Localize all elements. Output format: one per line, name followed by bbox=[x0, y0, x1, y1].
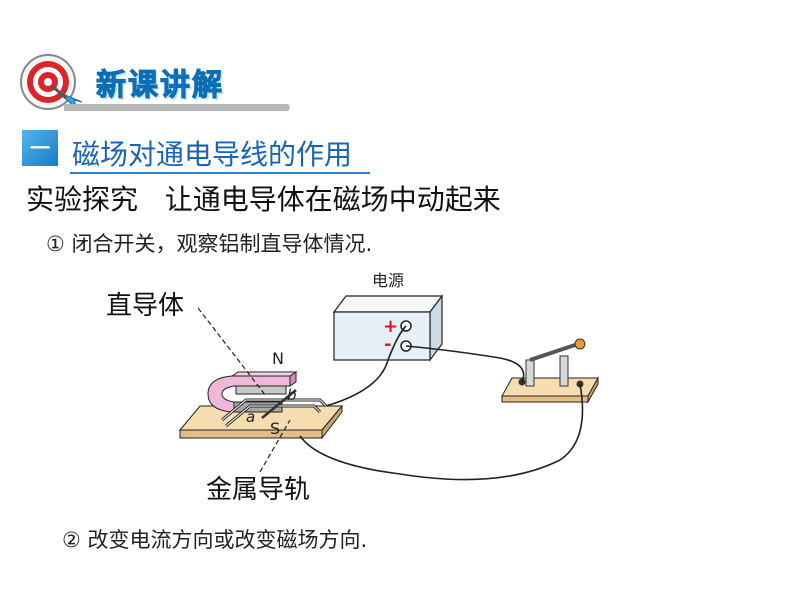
section-number: 一 bbox=[30, 136, 50, 160]
section-underline bbox=[70, 172, 370, 174]
metal-rails: a b bbox=[221, 386, 328, 428]
minus-sign: - bbox=[384, 334, 391, 355]
power-supply-label: 电源 bbox=[372, 271, 404, 290]
step-1-text: ① 闭合开关，观察铝制直导体情况. bbox=[46, 232, 373, 256]
experiment-diagram: 电源 + - N S bbox=[106, 271, 599, 505]
section-title: 磁场对通电导线的作用 bbox=[72, 138, 353, 171]
south-pole-label: S bbox=[270, 419, 280, 438]
target-logo-icon bbox=[20, 54, 83, 111]
wooden-base bbox=[178, 404, 344, 440]
experiment-title: 实验探究 让通电导体在磁场中动起来 bbox=[26, 183, 501, 216]
conductor-callout-line bbox=[197, 307, 267, 397]
power-supply: + - bbox=[332, 294, 444, 362]
conductor-label: 直导体 bbox=[106, 291, 184, 321]
page-header-title: 新课讲解 bbox=[96, 68, 224, 104]
straight-conductor bbox=[261, 389, 297, 419]
rail-label: 金属导轨 bbox=[206, 475, 310, 505]
point-a-label: a bbox=[246, 408, 255, 426]
header-underline bbox=[64, 104, 290, 111]
plus-sign: + bbox=[383, 316, 398, 337]
circuit-wires bbox=[299, 325, 584, 481]
section-number-box bbox=[22, 130, 58, 166]
north-pole-label: N bbox=[272, 349, 284, 368]
step-2-text: ② 改变电流方向或改变磁场方向. bbox=[62, 528, 368, 552]
knife-switch bbox=[501, 338, 599, 404]
rail-callout-line bbox=[259, 419, 291, 473]
point-b-label: b bbox=[287, 386, 297, 404]
